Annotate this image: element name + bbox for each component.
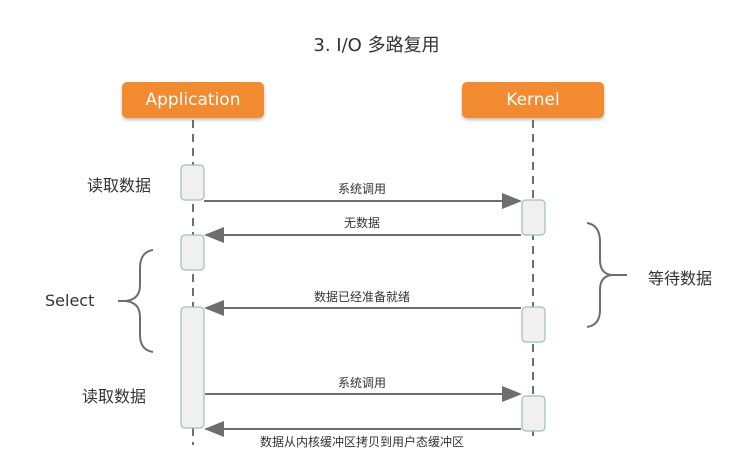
read-data-label-2: 读取数据 <box>82 387 147 406</box>
diagram-title: 3. I/O 多路复用 <box>313 35 440 56</box>
select-label: Select <box>45 291 95 310</box>
actor-kernel: Kernel <box>462 82 604 118</box>
app-activation-2 <box>180 234 205 271</box>
message-label-1: 系统调用 <box>337 182 386 196</box>
kernel-activation-1 <box>521 199 546 236</box>
message-label-4: 系统调用 <box>337 376 386 390</box>
select-brace <box>124 249 154 353</box>
wait-data-label: 等待数据 <box>648 269 713 288</box>
message-label-5: 数据从内核缓冲区拷贝到用户态缓冲区 <box>259 435 464 449</box>
app-activation-1 <box>180 164 205 201</box>
kernel-activation-3 <box>521 395 546 432</box>
message-label-3: 数据已经准备就绪 <box>313 290 410 304</box>
wait-brace <box>586 222 613 328</box>
app-activation-3 <box>180 306 205 429</box>
kernel-activation-2 <box>521 306 546 343</box>
message-label-2: 无数据 <box>343 216 380 230</box>
read-data-label-1: 读取数据 <box>87 176 152 195</box>
actor-application: Application <box>122 82 264 118</box>
